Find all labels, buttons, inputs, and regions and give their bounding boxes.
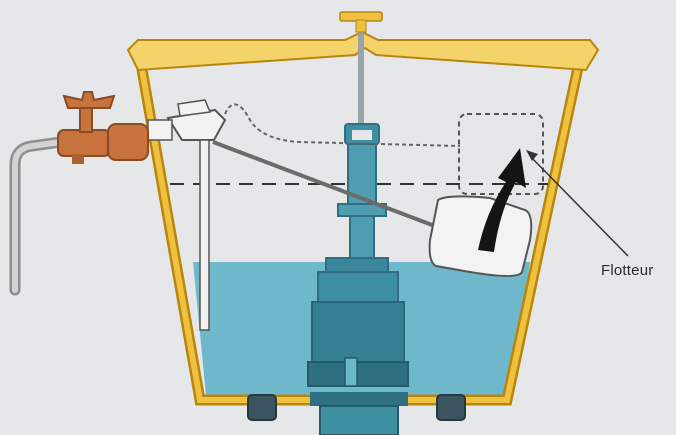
float-arm-raised [224,103,461,147]
supply-pipe [9,134,81,296]
float [428,195,533,277]
flush-rod [339,11,383,130]
float-valve [147,99,227,331]
tap [57,91,149,164]
float-arm [212,140,441,230]
float-rise-arrow [478,148,526,252]
callout-line [529,155,629,257]
callout-arrowhead [526,150,538,161]
flush-valve [307,123,409,435]
tank-feet [247,394,466,421]
float-label: Flotteur [601,262,654,279]
